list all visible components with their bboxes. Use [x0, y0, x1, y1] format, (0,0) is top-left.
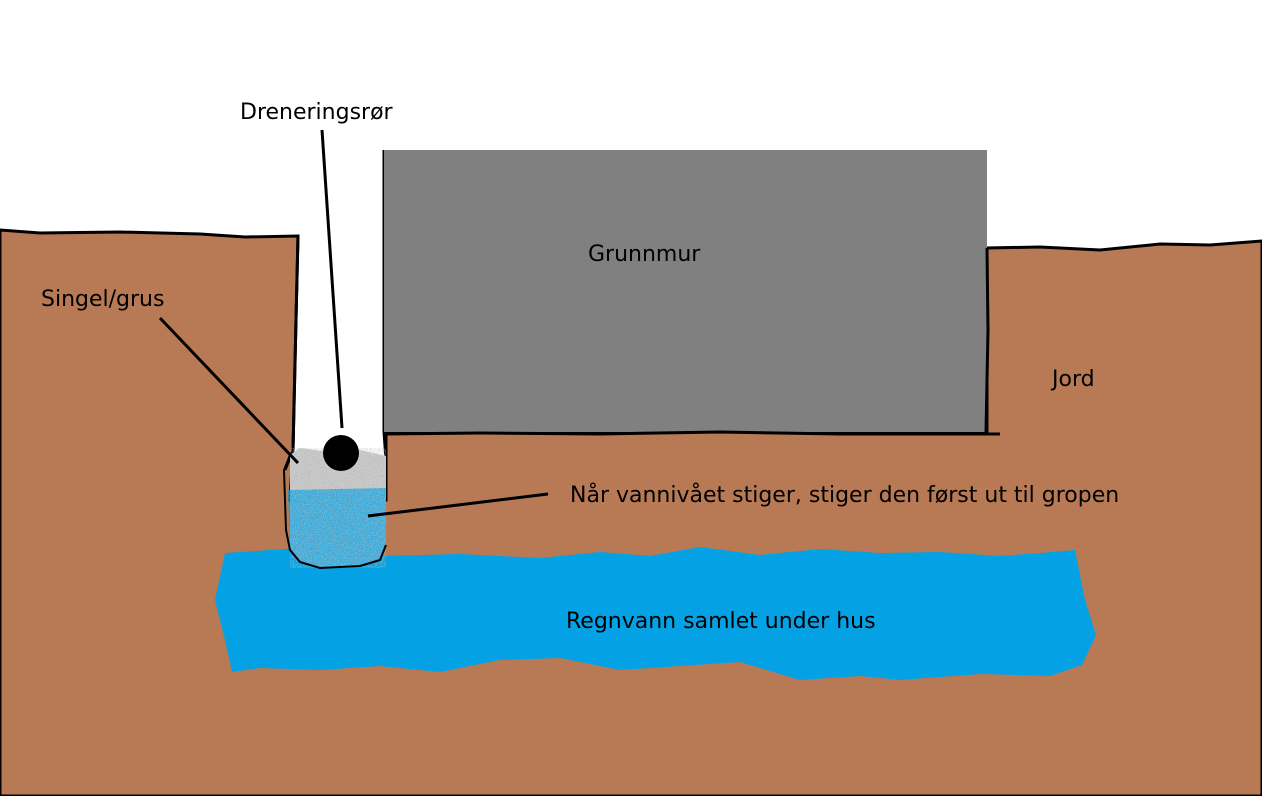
rainwater-label: Regnvann samlet under hus	[566, 609, 876, 634]
rising-water-label: Når vannivået stiger, stiger den først u…	[570, 482, 1119, 508]
foundation-block	[384, 150, 987, 432]
foundation-right-edge	[984, 247, 990, 433]
pipe-label: Dreneringsrør	[240, 100, 394, 125]
soil-label: Jord	[1050, 367, 1095, 392]
rainwater-pool	[215, 547, 1096, 680]
pipe-leader-line	[320, 129, 344, 429]
gravel-pit-outline	[282, 454, 387, 570]
foundation-base-line	[383, 430, 1000, 436]
rising-water-leader-line	[367, 492, 549, 518]
foundation-label: Grunnmur	[588, 242, 701, 267]
gravel-texture	[290, 448, 386, 568]
drainage-pipe	[323, 435, 359, 471]
gravel-label: Singel/grus	[41, 287, 164, 312]
gravel-leader-line	[158, 316, 300, 465]
